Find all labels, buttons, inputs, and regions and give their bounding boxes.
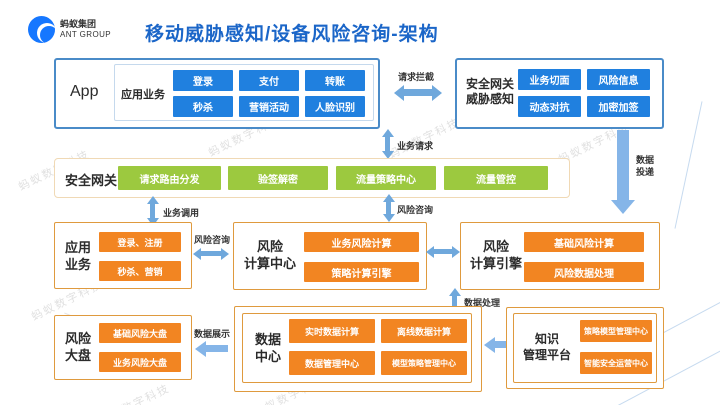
watermark-text: 蚂蚁数字科技 — [386, 116, 463, 162]
node-base-risk-calc: 基础风险计算 — [524, 232, 644, 252]
app-business-label: 应用业务 — [121, 89, 165, 101]
data-center-label-line2: 中心 — [254, 349, 281, 364]
data-delivery-arrow — [611, 130, 635, 214]
knowledge-platform-inner-box: 知识 管理平台 策略模型管理中心 智能安全运营中心 — [513, 313, 657, 383]
request-intercept-label: 请求拦截 — [398, 72, 435, 82]
node-policy-model-mgmt-center: 策略模型管理中心 — [580, 320, 652, 342]
risk-consult-v-label: 风险咨询 — [397, 205, 434, 215]
security-gateway-label: 安全网关 — [65, 173, 118, 188]
logo-text-cn: 蚂蚁集团 — [60, 19, 97, 29]
data-delivery-label: 数据 投递 — [636, 154, 654, 178]
watermark-text: 蚂蚁数字科技 — [96, 382, 173, 405]
request-intercept-arrow — [394, 84, 442, 101]
page-title: 移动威胁感知/设备风险咨询-架构 — [145, 24, 439, 45]
knowledge-to-data-arrow — [484, 336, 507, 353]
risk-dashboard-label-line2: 大盘 — [64, 348, 91, 363]
knowledge-platform-label-line1: 知识 — [534, 332, 559, 346]
node-marketing: 营销活动 — [239, 96, 299, 117]
gateway-threat-label: 安全网关 威胁感知 — [466, 77, 514, 107]
app-biz-label-line2: 业务 — [64, 257, 91, 272]
node-offline-data-calc: 离线数据计算 — [381, 319, 467, 343]
risk-calc-center-label-line1: 风险 — [256, 239, 283, 254]
node-model-policy-mgmt-center: 模型策略管理中心 — [381, 351, 467, 375]
app-box-label: App — [70, 83, 99, 100]
node-dynamic-defense: 动态对抗 — [518, 96, 581, 117]
biz-request-arrow — [381, 129, 394, 159]
app-business-inner-box: 应用业务 登录 支付 转账 秒杀 营销活动 人脸识别 — [114, 64, 374, 121]
node-data-mgmt-center: 数据管理中心 — [289, 351, 375, 375]
node-risk-data-process: 风险数据处理 — [524, 262, 644, 282]
calc-center-engine-arrow — [426, 245, 460, 258]
node-realtime-data-calc: 实时数据计算 — [289, 319, 375, 343]
risk-calc-center-label-line2: 计算中心 — [243, 256, 296, 271]
risk-calc-engine-box: 风险 计算引擎 基础风险计算 风险数据处理 — [460, 222, 660, 290]
node-biz-risk-calc: 业务风险计算 — [304, 232, 419, 252]
node-payment: 支付 — [239, 70, 299, 91]
data-process-arrow — [448, 288, 461, 314]
node-request-routing: 请求路由分发 — [118, 166, 221, 190]
risk-consult-h-label: 风险咨询 — [194, 235, 231, 245]
app-biz-box: 应用 业务 登录、注册 秒杀、营销 — [54, 222, 192, 289]
node-traffic-control: 流量管控 — [444, 166, 548, 190]
risk-dashboard-label: 风险 大盘 — [61, 330, 95, 364]
risk-calc-center-box: 风险 计算中心 业务风险计算 策略计算引擎 — [233, 222, 427, 290]
node-risk-info: 风险信息 — [587, 69, 650, 90]
node-smart-security-ops-center: 智能安全运营中心 — [580, 352, 652, 374]
data-delivery-label-line2: 投递 — [636, 167, 655, 177]
ant-group-logo-icon — [28, 16, 55, 43]
node-transfer: 转账 — [305, 70, 365, 91]
app-box: App 应用业务 登录 支付 转账 秒杀 营销活动 人脸识别 — [54, 58, 380, 129]
node-seckill-marketing: 秒杀、营销 — [99, 261, 181, 281]
logo-text-en: ANT GROUP — [60, 30, 112, 39]
data-display-arrow — [195, 340, 228, 357]
node-base-risk-dashboard: 基础风险大盘 — [99, 323, 181, 343]
data-delivery-label-line1: 数据 — [636, 155, 655, 165]
biz-request-label: 业务请求 — [397, 141, 434, 151]
security-gateway-box: 安全网关 请求路由分发 验签解密 流量策略中心 流量管控 — [54, 158, 570, 198]
data-center-inner-box: 数据 中心 实时数据计算 离线数据计算 数据管理中心 模型策略管理中心 — [242, 313, 472, 383]
knowledge-platform-outer-box: 知识 管理平台 策略模型管理中心 智能安全运营中心 — [506, 307, 664, 389]
app-biz-label: 应用 业务 — [61, 239, 95, 273]
node-flash-sale: 秒杀 — [173, 96, 233, 117]
risk-calc-engine-label: 风险 计算引擎 — [465, 238, 527, 272]
risk-calc-engine-label-line2: 计算引擎 — [469, 256, 522, 271]
node-biz-risk-dashboard: 业务风险大盘 — [99, 352, 181, 372]
biz-call-arrow — [146, 196, 159, 226]
decor-line — [674, 101, 703, 229]
node-policy-calc-engine: 策略计算引擎 — [304, 262, 419, 282]
data-center-outer-box: 数据 中心 实时数据计算 离线数据计算 数据管理中心 模型策略管理中心 — [234, 306, 482, 392]
node-business-aspect: 业务切面 — [518, 69, 581, 90]
node-traffic-policy-center: 流量策略中心 — [336, 166, 436, 190]
gateway-threat-label-line2: 威胁感知 — [466, 92, 515, 106]
risk-dashboard-label-line1: 风险 — [64, 331, 91, 346]
biz-call-label: 业务调用 — [163, 208, 200, 218]
gateway-threat-label-line1: 安全网关 — [466, 77, 515, 91]
ant-group-logo: 蚂蚁集团 ANT GROUP — [28, 16, 111, 43]
knowledge-platform-label-line2: 管理平台 — [522, 348, 571, 362]
node-login: 登录 — [173, 70, 233, 91]
knowledge-platform-label: 知识 管理平台 — [516, 331, 578, 363]
gateway-threat-box: 安全网关 威胁感知 业务切面 风险信息 动态对抗 加密加签 — [455, 58, 664, 129]
data-display-label: 数据展示 — [194, 329, 231, 339]
risk-dashboard-box: 风险 大盘 基础风险大盘 业务风险大盘 — [54, 315, 192, 380]
node-encrypt-sign: 加密加签 — [587, 96, 650, 117]
risk-calc-engine-label-line1: 风险 — [482, 239, 509, 254]
node-login-register: 登录、注册 — [99, 232, 181, 252]
node-verify-decrypt: 验签解密 — [228, 166, 328, 190]
data-center-label: 数据 中心 — [251, 331, 285, 365]
data-process-label: 数据处理 — [464, 298, 501, 308]
node-face-recognition: 人脸识别 — [305, 96, 365, 117]
risk-calc-center-label: 风险 计算中心 — [240, 238, 300, 272]
risk-consult-v-arrow — [382, 194, 395, 222]
app-biz-label-line1: 应用 — [64, 240, 91, 255]
data-center-label-line1: 数据 — [254, 332, 281, 347]
risk-consult-h-arrow — [193, 247, 229, 260]
